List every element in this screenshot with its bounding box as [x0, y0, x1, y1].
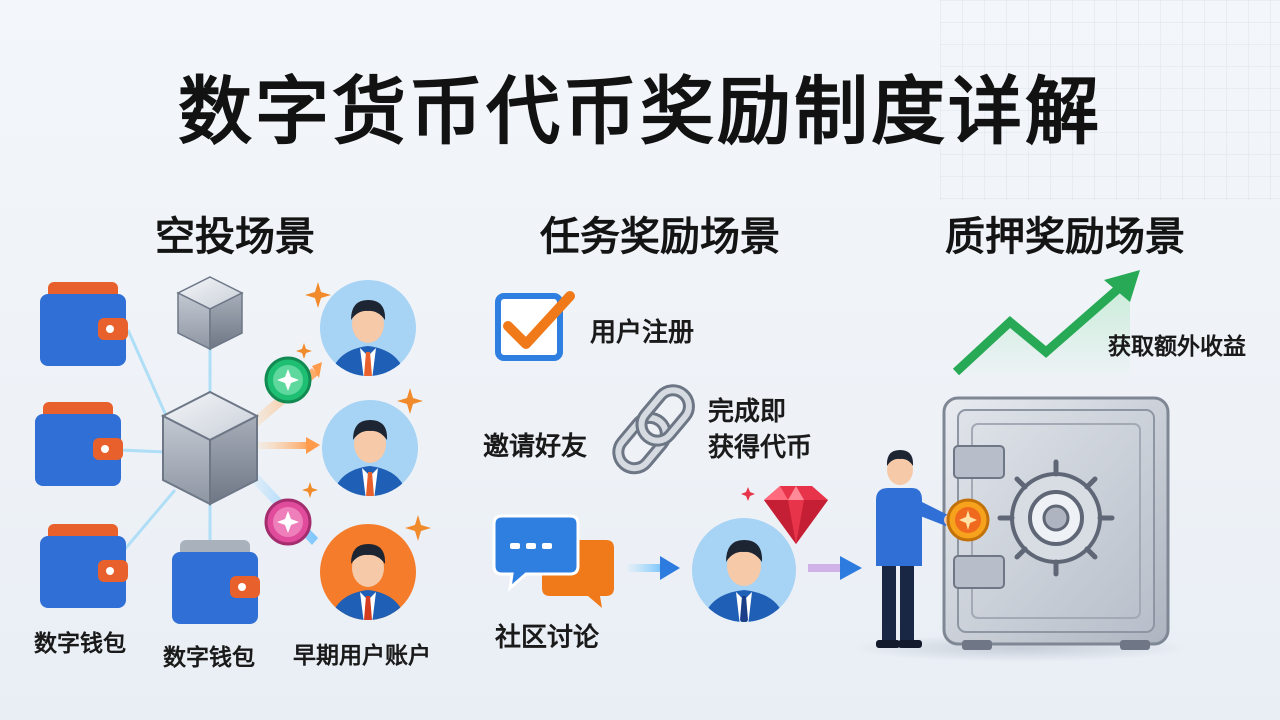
- wallet-label: 数字钱包: [34, 631, 126, 657]
- gem-icon: [741, 486, 828, 544]
- token-coin-icon: [264, 356, 312, 404]
- register-label: 用户注册: [590, 318, 695, 348]
- flow-arrow-icon: [628, 556, 680, 580]
- chain-link-icon: [612, 384, 695, 475]
- user-avatar-icon: [320, 524, 416, 620]
- chat-bubble-icon: [492, 514, 614, 608]
- user-avatar-icon: [320, 280, 416, 376]
- growth-arrow-icon: [952, 270, 1140, 376]
- sparkle-icon: [296, 282, 431, 541]
- complete-reward-line-2: 获得代币: [708, 433, 813, 463]
- user-avatar-icon: [692, 518, 796, 622]
- flow-arrow-icon: [808, 556, 862, 580]
- token-coin-icon: [946, 498, 990, 542]
- wallet-label: 数字钱包: [163, 645, 255, 671]
- airdrop-section-title: 空投场景: [155, 214, 315, 260]
- wallet-icon: [40, 282, 128, 366]
- wallet-icon: [35, 402, 123, 486]
- safe-icon: [942, 396, 1170, 650]
- wallet-icon: [40, 524, 128, 608]
- complete-reward-label: 完成即 获得代币: [708, 394, 812, 466]
- page-title: 数字货币代币奖励制度详解: [178, 69, 1102, 155]
- community-discussion-label: 社区讨论: [495, 623, 600, 653]
- person-icon: [876, 450, 956, 648]
- user-avatar-icon: [322, 400, 418, 496]
- early-users-label: 早期用户账户: [293, 643, 431, 669]
- checkbox-icon: [495, 291, 575, 361]
- staking-section-title: 质押奖励场景: [945, 214, 1185, 260]
- hub-cube-icon: [160, 390, 260, 506]
- blockchain-cube-icon: [176, 276, 244, 351]
- token-coin-icon: [264, 498, 312, 546]
- tasks-section-title: 任务奖励场景: [540, 214, 780, 260]
- background-grid: [940, 0, 1280, 200]
- complete-reward-line-1: 完成即: [708, 397, 787, 427]
- invite-friends-label: 邀请好友: [483, 432, 588, 462]
- extra-income-label: 获取额外收益: [1108, 334, 1246, 360]
- wallet-icon: [172, 540, 260, 624]
